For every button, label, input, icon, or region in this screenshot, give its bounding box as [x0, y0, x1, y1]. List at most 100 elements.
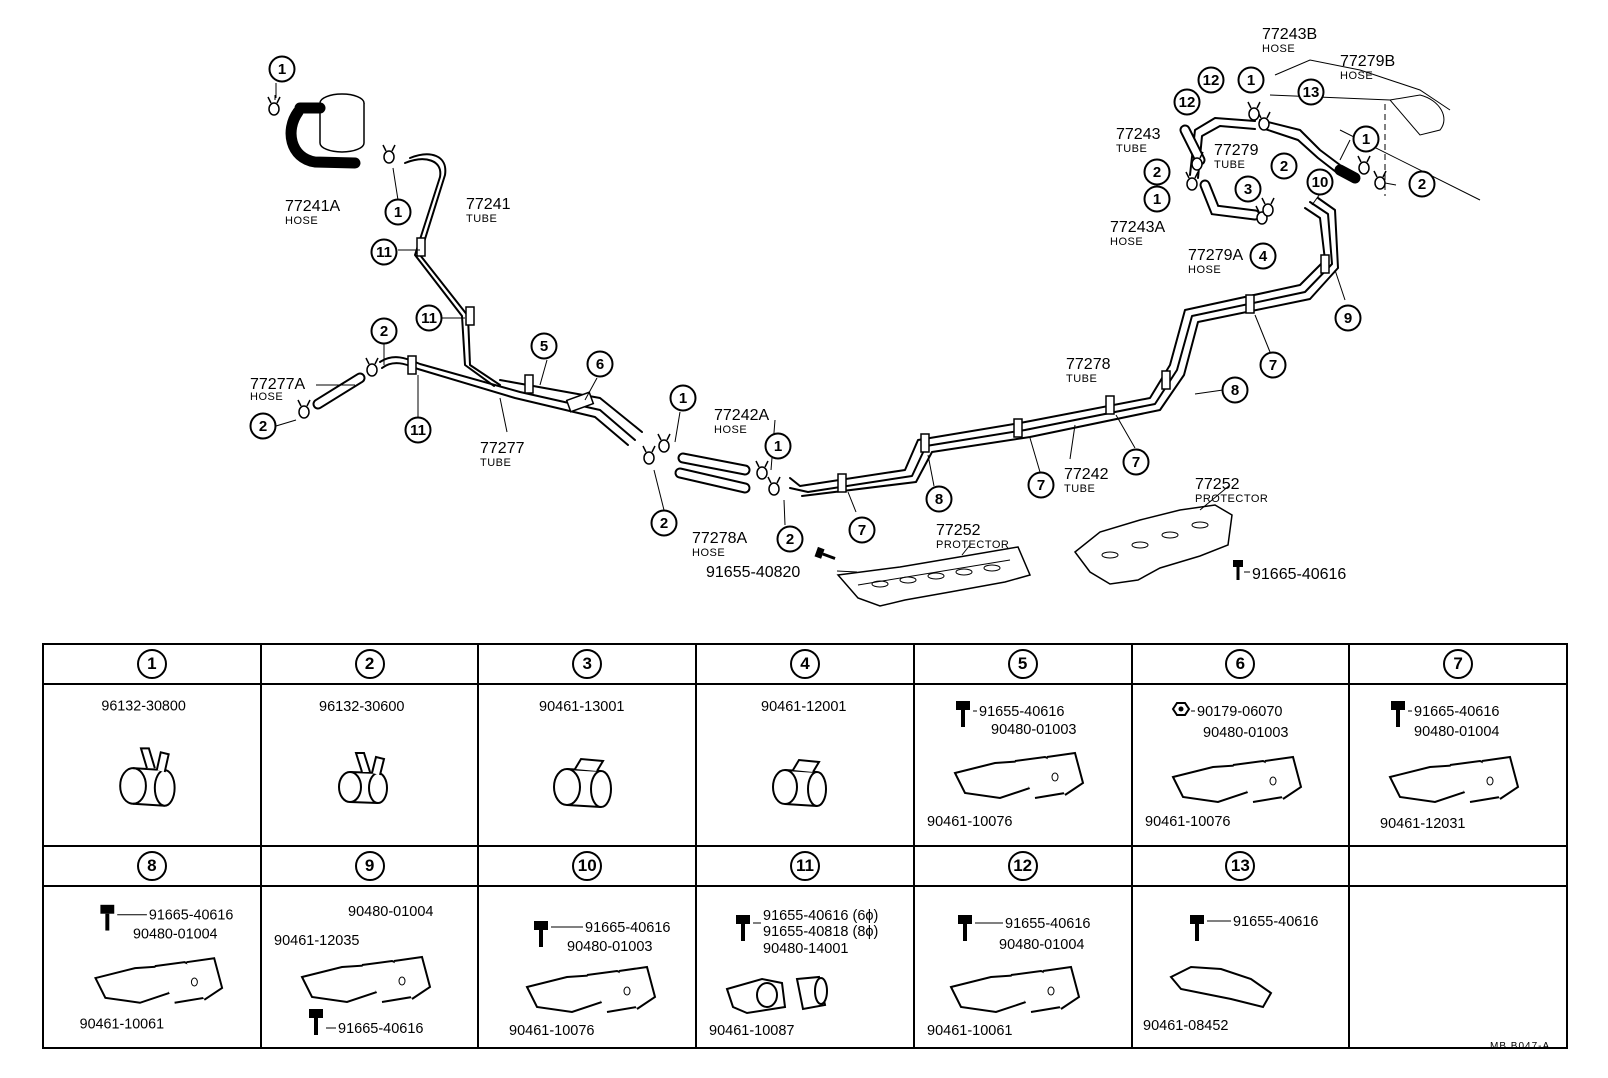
charcoal-canister — [294, 93, 365, 153]
callout-7: 7 — [848, 516, 876, 544]
svg-text:2: 2 — [786, 531, 794, 548]
clamp-icon — [920, 433, 930, 453]
cell-1: 96132-30800 — [42, 683, 262, 847]
header-cell-7: 7 — [1348, 643, 1568, 685]
tube-77241 — [409, 153, 501, 386]
svg-text:4: 4 — [1259, 248, 1268, 265]
label-91655-40820: 91655-40820 — [706, 564, 800, 581]
part-number: 90461-12035 — [274, 933, 359, 949]
table-header-row: 1 2 3 4 5 6 7 — [42, 643, 1568, 685]
part-number: 90461-10076 — [1145, 814, 1230, 830]
pipe-clamp-icon — [94, 957, 224, 1004]
callout-2: 2 — [249, 412, 277, 440]
callout-9: 9 — [1334, 304, 1362, 332]
svg-text:77252: 77252 — [1195, 476, 1240, 493]
part-number: 91655-40818 (8ϕ) — [763, 924, 878, 940]
clip-icon — [1247, 101, 1261, 121]
clamp-icon — [524, 374, 534, 394]
part-number: 90461-10076 — [509, 1023, 594, 1039]
clamp-icon — [1105, 395, 1115, 415]
callout-11: 11 — [415, 304, 443, 332]
svg-text:3: 3 — [1244, 181, 1252, 198]
svg-text:2: 2 — [660, 515, 668, 532]
part-number: 90480-01004 — [348, 904, 433, 920]
bolt-icon — [1231, 558, 1245, 582]
svg-text:2: 2 — [1153, 164, 1161, 181]
clip-icon — [1257, 111, 1271, 131]
clip-icon — [1261, 197, 1275, 217]
nut-icon — [1171, 702, 1190, 716]
cell-8: 91665-40616 90480-01004 90461-10061 — [42, 885, 262, 1049]
svg-text:77278A: 77278A — [692, 530, 747, 547]
header-cell-6: 6 — [1130, 643, 1351, 685]
cell-11: 91655-40616 (6ϕ) 91655-40818 (8ϕ) 90480-… — [695, 885, 915, 1049]
svg-text:TUBE: TUBE — [466, 213, 497, 225]
svg-text:HOSE: HOSE — [1110, 236, 1143, 248]
callout-1: 1 — [268, 55, 296, 83]
callout-7: 7 — [1027, 471, 1055, 499]
callout-1: 1 — [1352, 125, 1380, 153]
svg-text:HOSE: HOSE — [250, 391, 283, 403]
part-number: 91665-40616 — [149, 908, 233, 924]
table-row: 96132-30800 96132-30600 — [42, 683, 1568, 847]
callout-11: 11 — [370, 238, 398, 266]
svg-text:5: 5 — [540, 338, 548, 355]
part-number: 91665-40616 — [585, 920, 670, 936]
svg-text:7: 7 — [1269, 357, 1277, 374]
header-cell-1: 1 — [42, 643, 262, 685]
clip-icon — [1357, 155, 1371, 175]
part-number: 91655-40616 — [1233, 914, 1318, 930]
band-clamp-icon — [772, 758, 828, 807]
part-number: 90480-01004 — [133, 926, 217, 942]
header-cell-11: 11 — [695, 845, 915, 887]
callout-11: 11 — [404, 416, 432, 444]
table-row: 91665-40616 90480-01004 90461-10061 9048… — [42, 885, 1568, 1049]
pipe-clamp-icon — [949, 965, 1080, 1014]
callout-12: 12 — [1173, 88, 1201, 116]
cell-7: 91665-40616 90480-01004 90461-12031 — [1348, 683, 1568, 847]
part-number: 90480-01004 — [999, 937, 1084, 953]
hose-clip-icon — [337, 752, 388, 804]
svg-text:HOSE: HOSE — [714, 424, 747, 436]
bolt-icon — [813, 545, 839, 565]
callout-2: 2 — [1408, 170, 1436, 198]
svg-text:11: 11 — [376, 244, 392, 261]
part-number: 90461-10087 — [709, 1023, 794, 1039]
svg-text:7: 7 — [1037, 477, 1045, 494]
clip-icon — [755, 460, 769, 480]
part-number: 90480-01003 — [1203, 725, 1288, 741]
band-clamp-icon — [553, 757, 613, 808]
svg-text:77252: 77252 — [936, 522, 981, 539]
part-number: 90461-10076 — [927, 814, 1012, 830]
svg-text:77279A: 77279A — [1188, 247, 1243, 264]
svg-text:8: 8 — [935, 491, 943, 508]
clamp-icon — [1013, 418, 1023, 438]
part-number: 91665-40616 — [338, 1021, 423, 1037]
leader-lines — [275, 83, 1397, 573]
svg-text:PROTECTOR: PROTECTOR — [936, 539, 1009, 551]
pipe-clamp-icon — [525, 965, 657, 1014]
cell-4: 90461-12001 — [695, 683, 915, 847]
svg-text:2: 2 — [380, 323, 388, 340]
svg-text:TUBE: TUBE — [1064, 483, 1095, 495]
svg-text:TUBE: TUBE — [1214, 159, 1245, 171]
svg-text:HOSE: HOSE — [285, 215, 318, 227]
svg-text:77241: 77241 — [466, 196, 511, 213]
clip-icon — [267, 96, 281, 116]
svg-text:77243B: 77243B — [1262, 26, 1317, 43]
callout-2: 2 — [650, 509, 678, 537]
pipe-clamp-icon — [1388, 755, 1520, 804]
part-number: 90480-14001 — [763, 941, 848, 957]
part-number: 91655-40616 — [979, 704, 1064, 720]
svg-text:HOSE: HOSE — [1188, 264, 1221, 276]
clip-icon — [1373, 170, 1387, 190]
svg-text:77279: 77279 — [1214, 142, 1259, 159]
